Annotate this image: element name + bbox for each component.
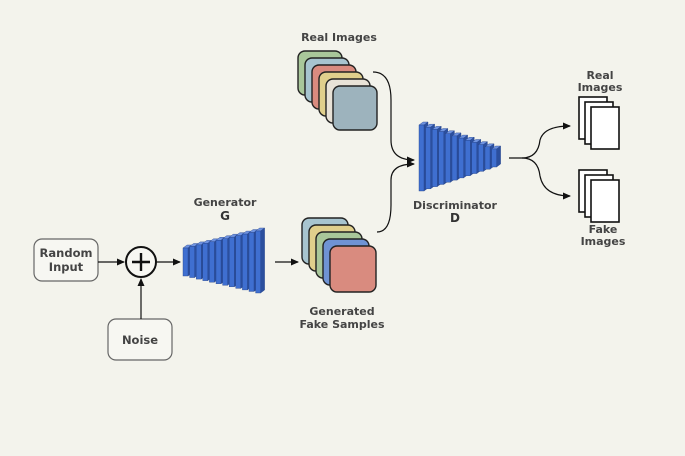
random-input-label-1: Random [40,246,93,260]
sum-node [125,246,157,278]
output-real-label-2: Images [578,81,623,94]
arrow-discriminator-to-fake [521,157,571,200]
generator-layer-12 [255,227,266,294]
output-fake-pages-icon [578,169,620,223]
discriminator-title: Discriminator [413,199,497,212]
generator-symbol: G [220,209,230,223]
arrow-discriminator-to-real [509,122,571,159]
generated-samples-stack [301,217,377,293]
real-image-card-6 [332,85,378,131]
discriminator-layer-12 [491,145,502,168]
noise-label: Noise [122,333,158,347]
noise-box [107,318,173,361]
generated-label-1: Generated [309,305,374,318]
real-images-stack [297,50,378,131]
output-real-label-1: Real [586,69,613,82]
discriminator-layers [418,121,502,192]
random-input-label-2: Input [49,260,84,274]
arrow-fake-to-discriminator [376,160,415,233]
generator-layers [182,227,266,294]
output-fake-label-1: Fake [589,223,618,236]
noise-node: Noise [107,318,173,361]
generated-label-2: Fake Samples [299,318,385,331]
fake-sample-card-5 [329,245,377,293]
generator-title: Generator [194,196,257,209]
random-input-node: Random Input [33,238,99,282]
arrow-real-to-discriminator [372,71,415,164]
output-real-pages-icon [578,96,620,150]
random-input-box [33,238,99,282]
discriminator-symbol: D [450,211,460,225]
real-images-title: Real Images [301,31,377,44]
output-fake-label-2: Images [581,235,626,248]
